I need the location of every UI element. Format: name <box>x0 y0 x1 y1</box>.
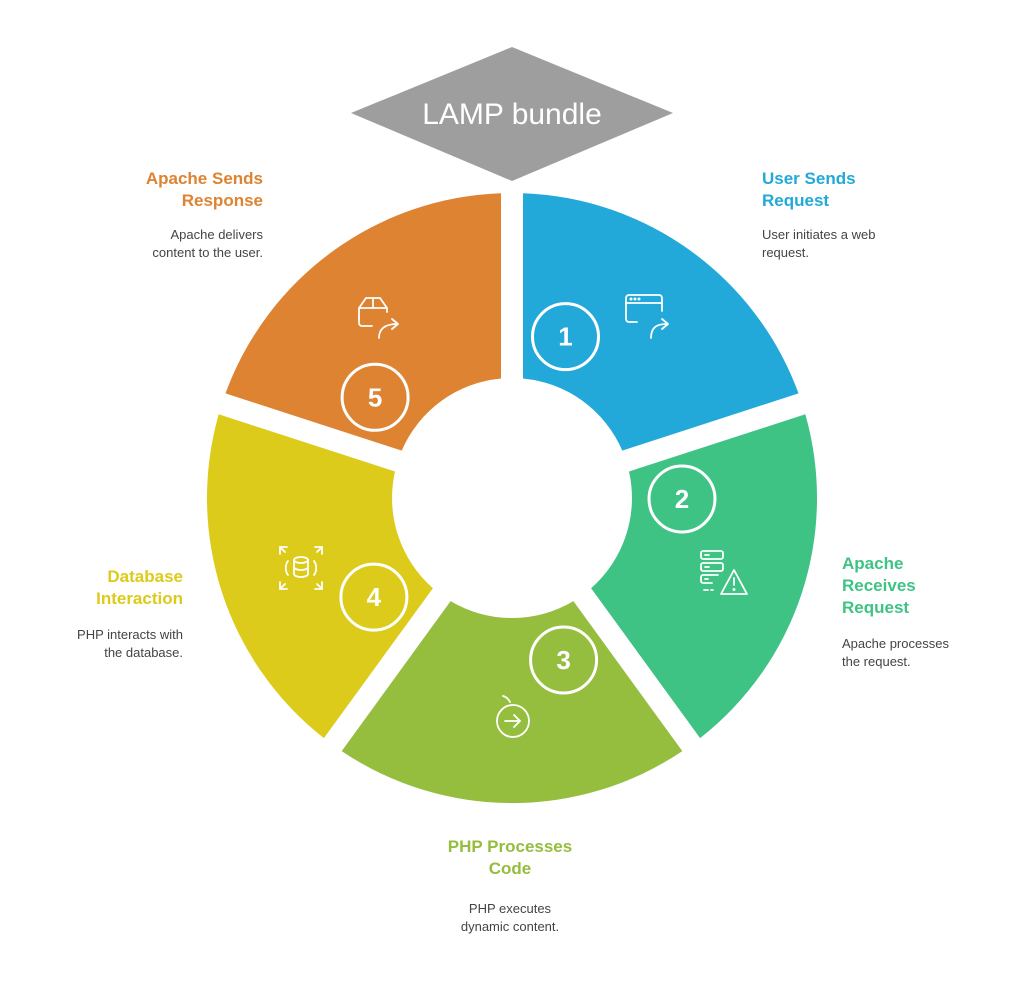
badge-number-step-1: 1 <box>558 322 572 352</box>
header-title: LAMP bundle <box>422 98 602 131</box>
step-1-description: User initiates a web request. <box>762 227 876 260</box>
badge-step-1 <box>531 302 600 372</box>
step-icons <box>279 294 748 738</box>
badge-number-step-5: 5 <box>368 382 382 412</box>
step-4-label: Database Interaction PHP interacts with … <box>40 566 183 662</box>
badge-step-3 <box>529 625 599 695</box>
server-warning-icon <box>700 550 748 595</box>
step-2-label: Apache Receives Request Apache processes… <box>842 553 982 671</box>
step-3-title: PHP Processes Code <box>447 837 573 878</box>
segment-step-3 <box>341 601 683 804</box>
step-5-label: Apache Sends Response Apache delivers co… <box>118 168 263 262</box>
badge-step-4 <box>339 562 409 632</box>
segment-step-2 <box>591 414 818 739</box>
browser-window-share-icon <box>625 294 669 339</box>
badge-number-step-2: 2 <box>675 484 689 514</box>
package-send-icon <box>358 297 399 339</box>
segment-step-5 <box>225 193 501 451</box>
step-1-title: User Sends Request <box>762 169 856 210</box>
step-4-description: PHP interacts with the database. <box>77 627 183 660</box>
segment-step-4 <box>206 414 433 739</box>
header-banner: LAMP bundle <box>351 47 673 181</box>
segment-step-1 <box>523 193 799 451</box>
step-4-title: Database Interaction <box>96 567 183 608</box>
badge-step-2 <box>647 464 717 534</box>
badge-number-step-4: 4 <box>367 582 382 612</box>
step-5-description: Apache delivers content to the user. <box>152 227 263 260</box>
circle-arrow-right-icon <box>496 695 530 738</box>
step-2-description: Apache processes the request. <box>842 636 949 669</box>
step-5-title: Apache Sends Response <box>145 169 263 210</box>
step-3-description: PHP executes dynamic content. <box>460 901 560 934</box>
badge-number-step-3: 3 <box>556 645 570 675</box>
header-diamond <box>351 47 673 181</box>
step-1-label: User Sends Request User initiates a web … <box>762 168 912 262</box>
step-2-title: Apache Receives Request <box>842 554 916 617</box>
cycle-segments <box>206 193 818 804</box>
step-3-label: PHP Processes Code PHP executes dynamic … <box>420 836 600 936</box>
step-badges: 1 2 3 4 5 <box>339 302 717 695</box>
database-focus-icon <box>279 546 323 590</box>
badge-step-5 <box>340 362 410 432</box>
